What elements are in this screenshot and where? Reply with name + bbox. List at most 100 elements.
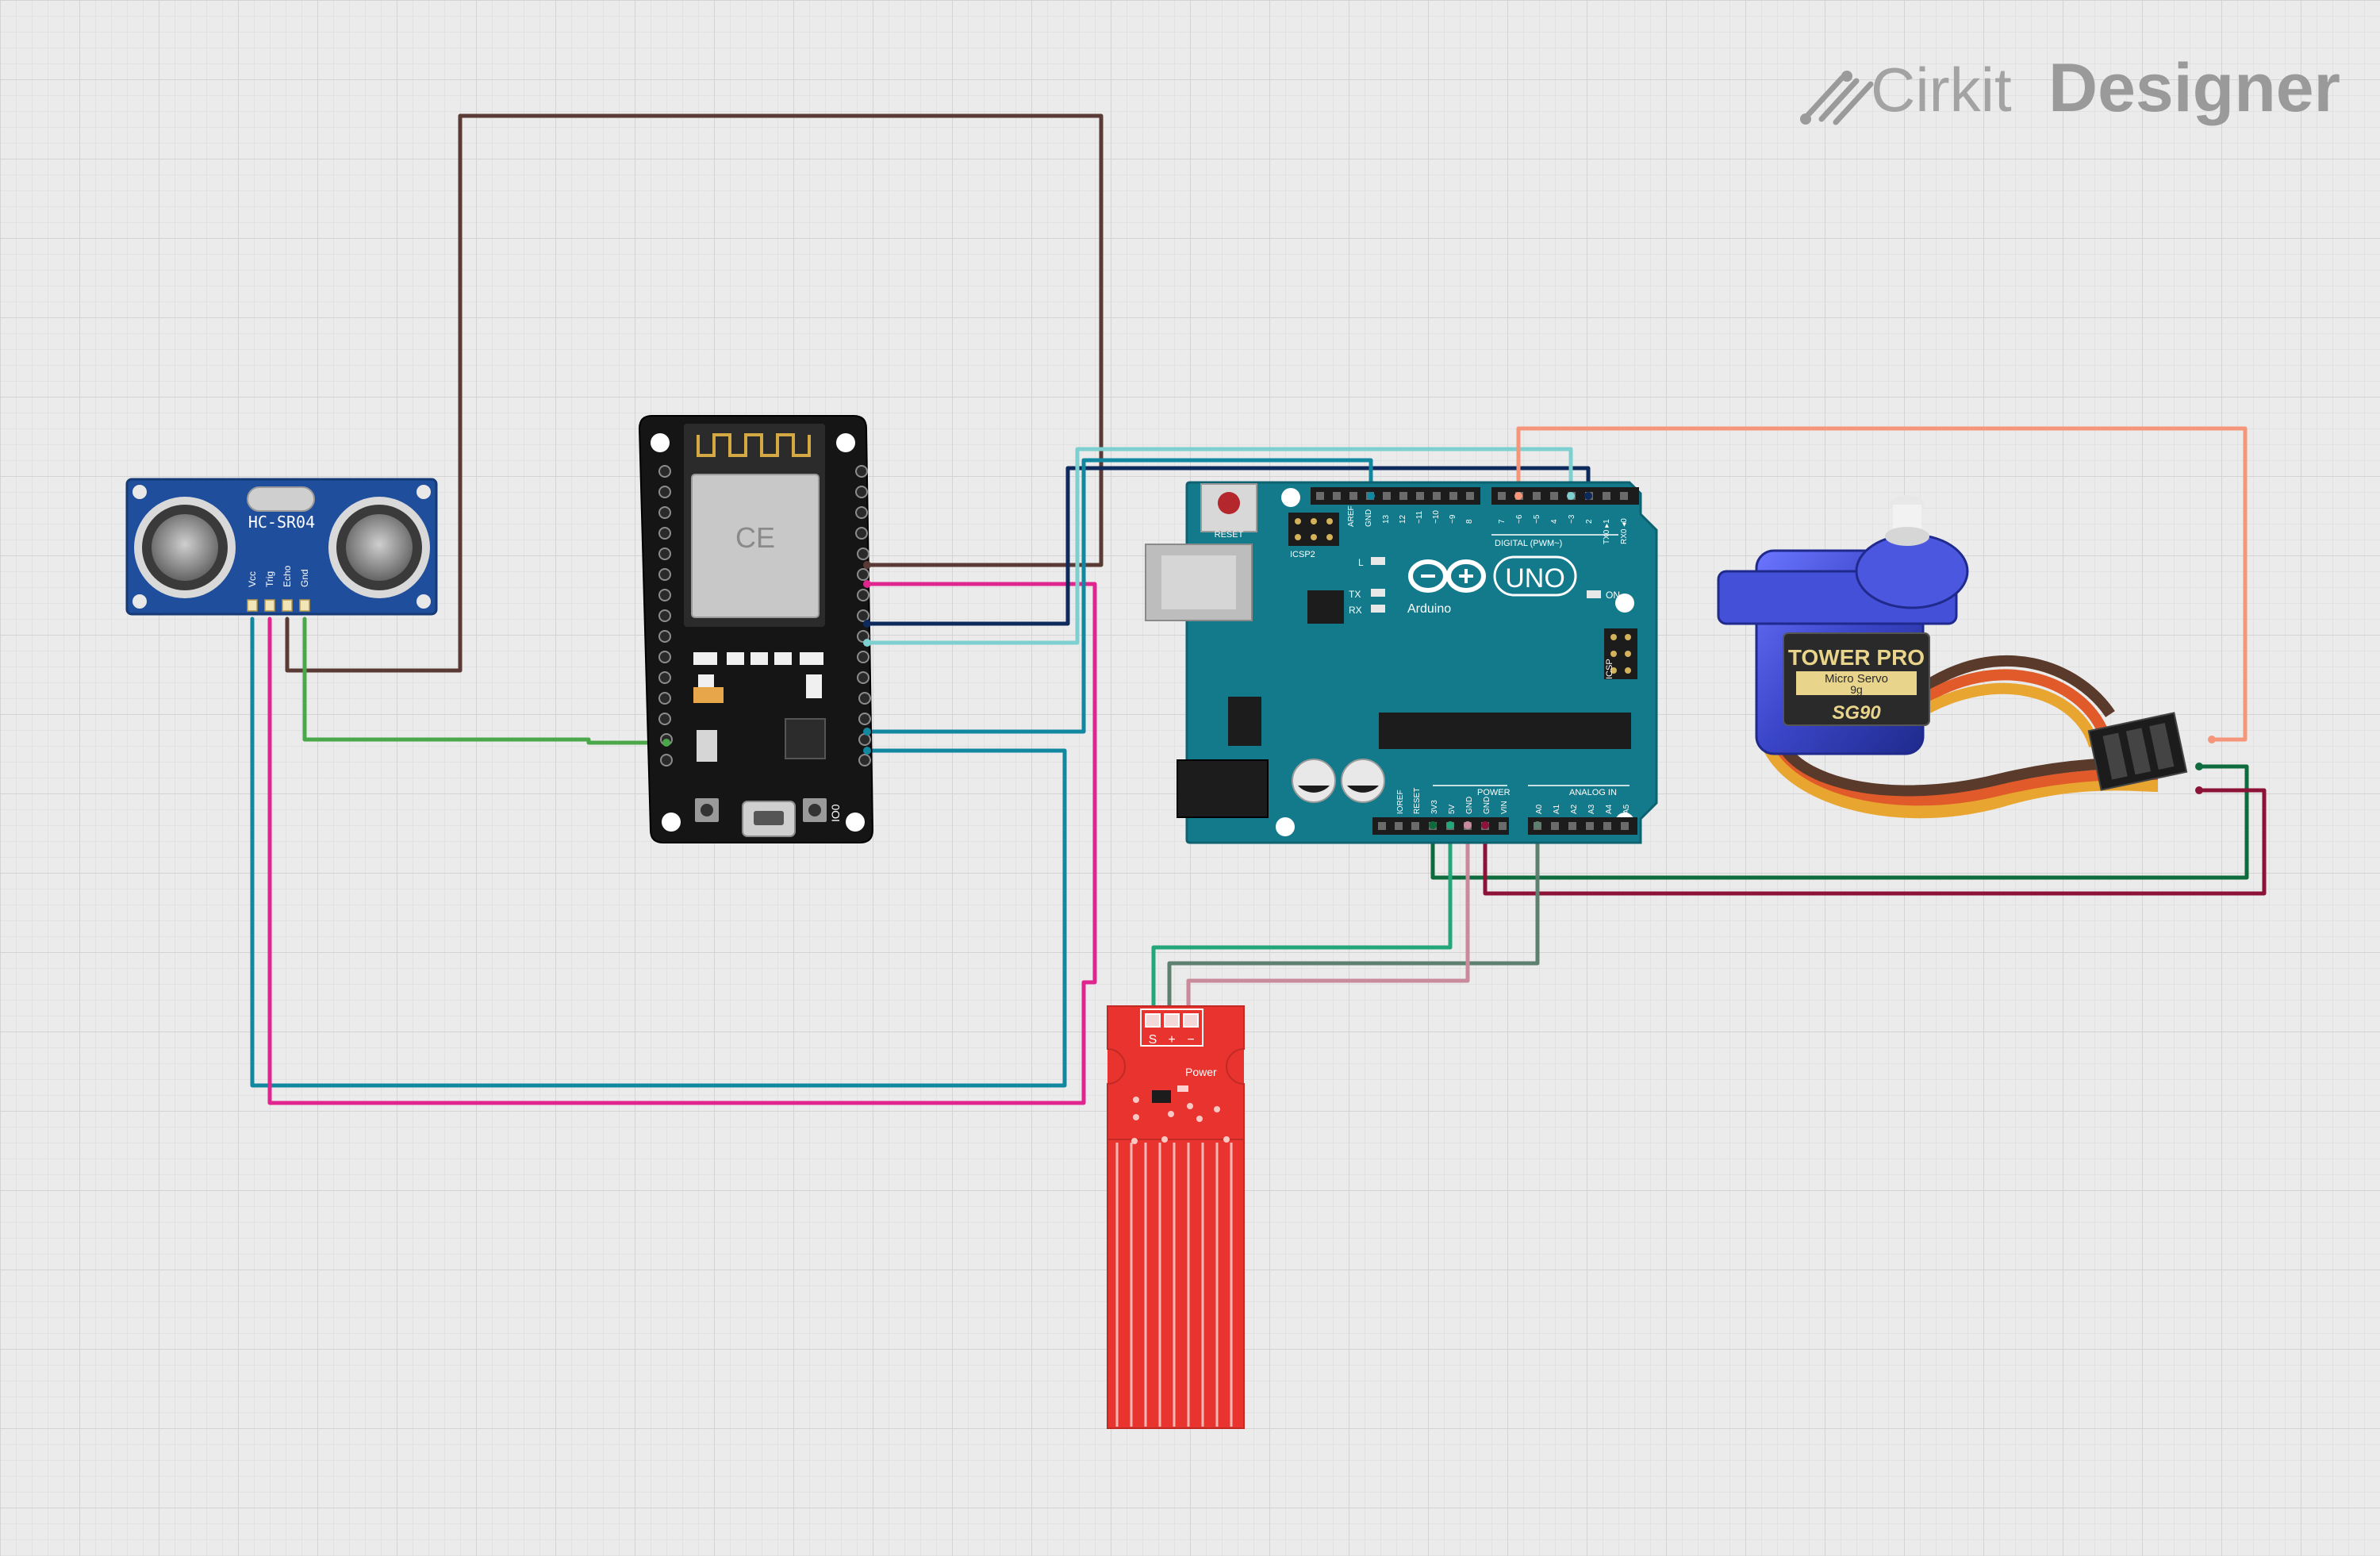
pin-label-2: 2	[1585, 519, 1594, 524]
pin-label-vcc: Vcc	[247, 571, 258, 587]
rf-shield	[691, 474, 820, 618]
on-led-label: ON	[1606, 590, 1620, 601]
pin-label-5: ~5	[1533, 514, 1541, 524]
pin-vcc[interactable]	[247, 599, 258, 612]
pin-label-gnd-2: GND	[1483, 797, 1491, 814]
icsp-header[interactable]	[1604, 628, 1637, 679]
wire-servo-gnd-crimson[interactable]	[1483, 788, 2267, 896]
voltage-regulator	[693, 687, 724, 703]
pin-gnd[interactable]	[299, 599, 310, 612]
power-label: POWER	[1477, 788, 1511, 797]
brand-logo: Cirkit Designer	[1800, 50, 2340, 126]
arduino-brand-label: Arduino	[1407, 602, 1451, 616]
servo-model-line2: 9g	[1850, 683, 1863, 696]
aref-label: AREF	[1347, 505, 1356, 527]
header-analog[interactable]	[1528, 817, 1637, 835]
servo-pin-vcc[interactable]	[2195, 763, 2203, 770]
servo-model-line1: Micro Servo	[1825, 672, 1888, 686]
pin-label-13: 13	[1382, 514, 1391, 524]
wire-gnd-green[interactable]	[302, 617, 669, 745]
boot-button-label: IO0	[829, 804, 842, 822]
water-pin-s[interactable]	[1145, 1013, 1161, 1028]
pin-echo[interactable]	[282, 599, 293, 612]
uno-label: UNO	[1505, 563, 1565, 594]
water-level-sensor[interactable]: S + − Power	[1107, 1005, 1245, 1429]
wire-water-vcc-sea-green[interactable]	[1151, 823, 1453, 1018]
status-leds: L TX RX ON	[1349, 557, 1620, 616]
pin-label-5v: 5V	[1448, 804, 1457, 814]
header-digital-7-0[interactable]	[1491, 487, 1639, 505]
gnd-label: GND	[1365, 509, 1373, 527]
wire-trig-magenta[interactable]	[267, 582, 1097, 1105]
wire-servo-signal-salmon[interactable]	[1516, 426, 2248, 742]
pin-label-a2: A2	[1570, 804, 1579, 814]
digital-pwm-label: DIGITAL (PWM~)	[1495, 539, 1562, 548]
pin-label-4: 4	[1550, 519, 1559, 524]
esp32-board[interactable]: CE IO0	[638, 415, 874, 843]
servo-pin-signal[interactable]	[2208, 736, 2216, 743]
pin-label-vin: VIN	[1500, 801, 1509, 814]
wire-servo-vcc-dark-green[interactable]	[1430, 764, 2249, 880]
header-power[interactable]	[1372, 817, 1509, 835]
reset-label: RESET	[1215, 530, 1244, 540]
pin-label-echo: Echo	[282, 565, 293, 587]
icsp2-label: ICSP2	[1290, 550, 1315, 559]
icsp-label: ICSP	[1605, 659, 1614, 679]
water-pin-minus[interactable]	[1183, 1013, 1199, 1028]
wire-water-signal-grey-green[interactable]	[1167, 823, 1540, 1018]
pin-label-a1: A1	[1553, 804, 1561, 814]
pcb-antenna	[697, 433, 811, 457]
capacitor	[697, 730, 717, 762]
wire-gnd-teal[interactable]	[865, 458, 1373, 734]
led-l-label: L	[1358, 557, 1364, 568]
water-pin-label-s: S	[1149, 1033, 1157, 1047]
servo-pin-gnd[interactable]	[2195, 786, 2203, 794]
servo-connector[interactable]	[2087, 712, 2188, 791]
ce-mark: CE	[735, 521, 775, 554]
transducer-right	[328, 497, 430, 598]
atmega328p-chip	[1379, 713, 1631, 749]
hcsr04-sensor[interactable]: HC-SR04 Vcc Trig Echo Gnd	[125, 478, 438, 616]
usb-uart-chip	[785, 718, 826, 759]
servo-model: SG90	[1832, 702, 1881, 724]
transistor	[1152, 1090, 1171, 1103]
pin-label-trig: Trig	[264, 571, 275, 587]
led-tx-label: TX	[1349, 589, 1361, 600]
wire-d3-light-teal[interactable]	[865, 447, 1573, 645]
wire-water-gnd-mauve[interactable]	[1186, 823, 1470, 1018]
icsp2-header[interactable]	[1288, 513, 1339, 546]
water-pin-plus[interactable]	[1164, 1013, 1180, 1028]
arduino-logo: UNO Arduino	[1407, 555, 1577, 616]
pin-label-a4: A4	[1605, 804, 1614, 814]
wire-endpoints	[662, 492, 1592, 829]
wires	[250, 113, 2267, 1105]
pin-label-1: TX0 ▸1	[1603, 519, 1611, 544]
header-aref-8[interactable]	[1311, 487, 1480, 505]
sensor-vias	[1131, 1097, 1230, 1144]
pin-label-3v3: 3V3	[1430, 800, 1439, 814]
arduino-uno-board[interactable]: RESET ICSP2 AREF GND 13 12 ~11 ~10 ~9 8 …	[1145, 481, 1658, 844]
servo-gear-housing	[1855, 533, 1969, 609]
wire-echo-brown[interactable]	[285, 113, 1104, 673]
power-led	[1177, 1085, 1188, 1092]
pin-trig[interactable]	[264, 599, 275, 612]
wire-vcc-teal[interactable]	[250, 617, 1067, 1088]
pin-label-8: 8	[1465, 519, 1474, 524]
pin-label-gnd-1: GND	[1465, 797, 1474, 814]
pin-label-10: ~10	[1432, 510, 1441, 524]
pin-label-reset: RESET	[1413, 788, 1422, 814]
dc-power-jack[interactable]	[1177, 759, 1269, 818]
voltage-regulator	[1228, 697, 1261, 746]
pin-label-a0: A0	[1535, 804, 1544, 814]
atmega16u2-chip	[1307, 590, 1344, 624]
wire-d2-navy[interactable]	[865, 466, 1591, 626]
power-led-label: Power	[1185, 1066, 1217, 1078]
capacitors	[1292, 759, 1385, 803]
sg90-servo[interactable]: TOWER PRO Micro Servo 9g SG90	[1717, 495, 2216, 819]
pin-label-ioref: IOREF	[1396, 790, 1405, 814]
water-pin-label-plus: +	[1168, 1033, 1175, 1047]
pin-label-a5: A5	[1622, 804, 1631, 814]
pin-label-gnd: Gnd	[299, 569, 310, 587]
pin-label-11: ~11	[1415, 510, 1424, 524]
